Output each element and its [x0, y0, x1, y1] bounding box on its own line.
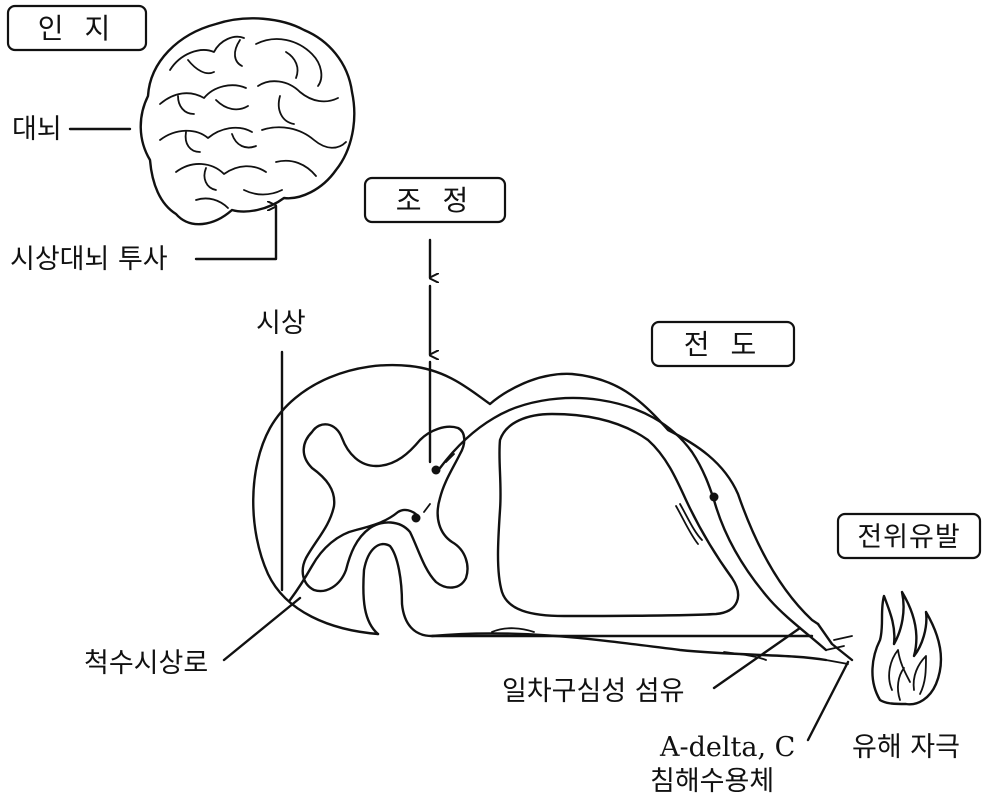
thalamus-label: 시상	[256, 308, 306, 339]
synapse-dot-upper	[432, 466, 441, 475]
brain-drawing	[141, 18, 355, 224]
cerebrum-label: 대뇌	[12, 114, 62, 145]
nociceptor-label: 침해수용체	[650, 766, 774, 797]
perception-box: 인 지	[8, 6, 146, 50]
transmission-label: 전 도	[684, 328, 762, 361]
noxious-stimulus-label: 유해 자극	[852, 732, 960, 763]
spinal-cord-section	[253, 365, 852, 664]
flame-icon	[872, 592, 941, 704]
modulation-label: 조 정	[396, 184, 474, 217]
ganglion-cell-dot	[710, 493, 719, 502]
synapse-dot-lower	[412, 514, 421, 523]
spinothalamic-tract-label: 척수시상로	[84, 648, 208, 679]
nociceptor-pointer	[808, 662, 848, 740]
spinothalamic-tract-pointer	[224, 598, 300, 660]
modulation-box: 조 정	[365, 178, 505, 222]
transduction-box: 전위유발	[838, 514, 980, 558]
primary-afferent-fiber-label: 일차구심성 섬유	[502, 676, 684, 707]
transmission-box: 전 도	[652, 322, 794, 366]
receptor-type-label: A-delta, C	[659, 732, 795, 763]
thalamocortical-projection-arrow	[196, 206, 276, 259]
perception-label: 인 지	[38, 12, 116, 45]
transduction-label: 전위유발	[857, 522, 960, 553]
thalamocortical-projection-label: 시상대뇌 투사	[10, 244, 168, 275]
